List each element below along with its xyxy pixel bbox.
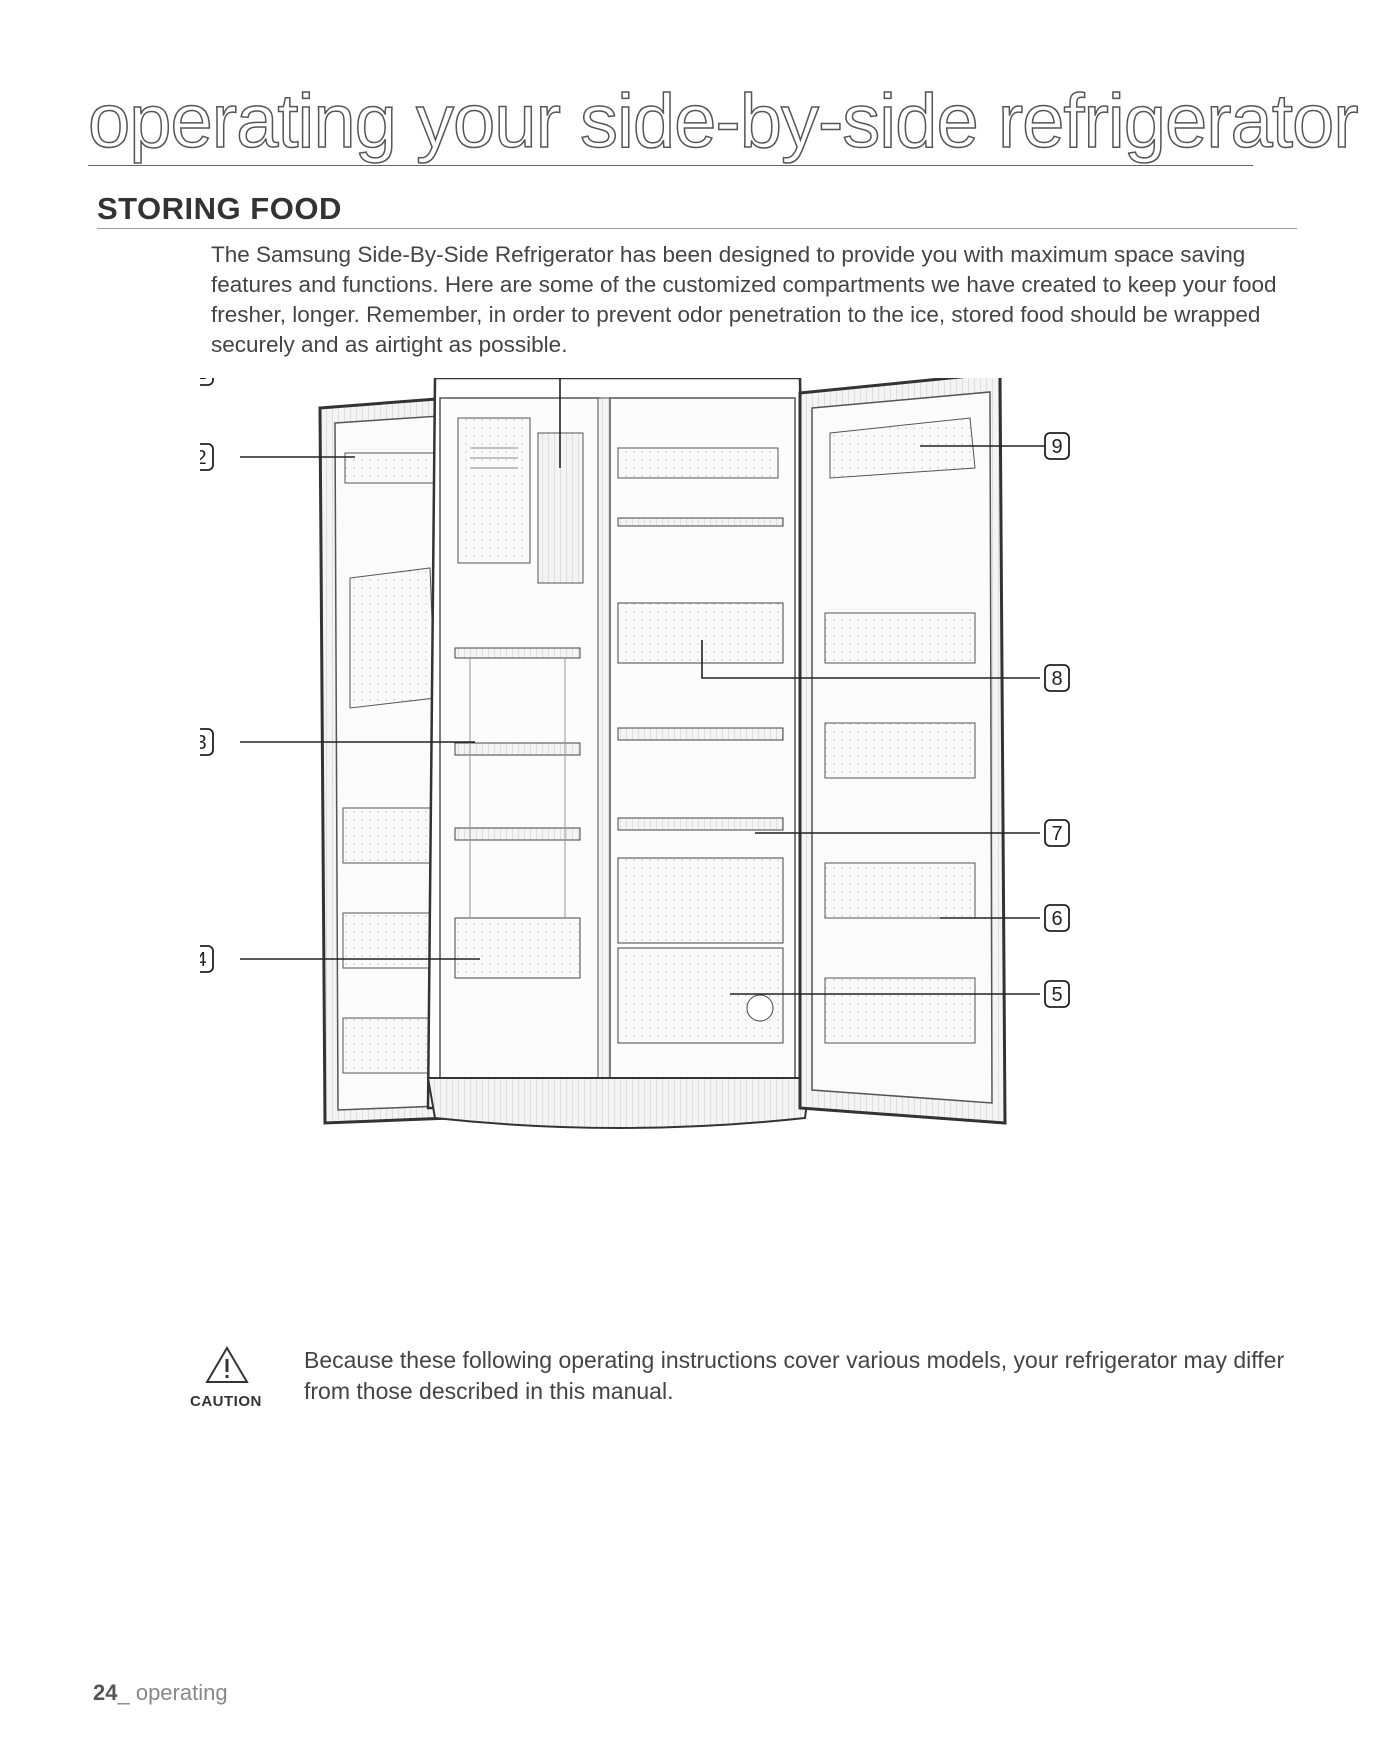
callout-9: 9	[1051, 436, 1062, 458]
callout-6: 6	[1051, 908, 1062, 930]
callout-5: 5	[1051, 984, 1062, 1006]
section-heading: STORING FOOD	[97, 191, 342, 226]
page-number: 24	[93, 1680, 118, 1705]
callout-8: 8	[1051, 668, 1062, 690]
refrigerator-illustration: 1 2 3 4 5 6 7 8 9	[188, 358, 1070, 1129]
refrigerator-diagram: 1 2 3 4 5 6 7 8 9	[188, 358, 1250, 1298]
caution-text: Because these following operating instru…	[304, 1347, 1285, 1404]
callout-7: 7	[1051, 823, 1062, 845]
callout-4: 4	[200, 949, 207, 971]
caution-label: CAUTION	[190, 1393, 262, 1410]
page-title: operating your side-by-side refrigerator	[87, 79, 1359, 164]
title-rule	[88, 165, 1253, 166]
intro-paragraph: The Samsung Side-By-Side Refrigerator ha…	[211, 242, 1277, 357]
page-footer: 24_ operating	[93, 1680, 228, 1706]
caution-note: CAUTION Because these following operatin…	[190, 1345, 1300, 1435]
callout-3: 3	[200, 732, 207, 754]
section-rule	[97, 228, 1297, 229]
callout-1: 1	[200, 378, 207, 384]
footer-section: _ operating	[117, 1680, 228, 1705]
callout-2: 2	[200, 447, 207, 469]
warning-triangle-icon	[205, 1346, 249, 1383]
